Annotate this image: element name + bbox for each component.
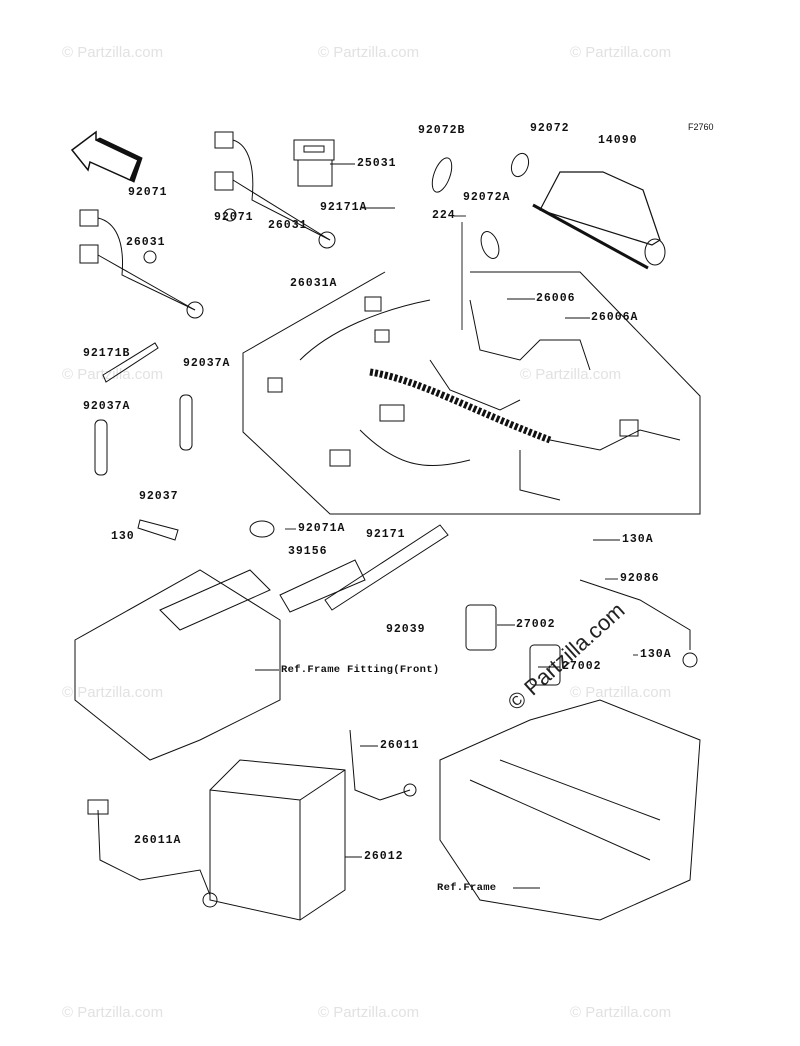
part-label[interactable]: 92086 xyxy=(620,572,660,585)
part-label[interactable]: 92171B xyxy=(83,347,131,360)
part-label[interactable]: 92037 xyxy=(139,490,179,503)
part-label[interactable]: 92171A xyxy=(320,201,368,214)
part-label[interactable]: 92071A xyxy=(298,522,346,535)
watermark: © Partzilla.com xyxy=(318,1004,420,1021)
part-label[interactable]: 92072B xyxy=(418,124,466,137)
part-label[interactable]: 92037A xyxy=(83,400,131,413)
watermark: © Partzilla.com xyxy=(62,44,164,61)
part-label[interactable]: 92072 xyxy=(530,122,570,135)
part-label[interactable]: 25031 xyxy=(357,157,397,170)
part-label[interactable]: 92039 xyxy=(386,623,426,636)
part-label[interactable]: 26011 xyxy=(380,739,420,752)
part-label[interactable]: 14090 xyxy=(598,134,638,147)
part-label[interactable]: 130A xyxy=(622,533,654,546)
watermark: © Partzilla.com xyxy=(570,44,672,61)
part-label[interactable]: 92171 xyxy=(366,528,406,541)
part-label[interactable]: 39156 xyxy=(288,545,328,558)
watermark: © Partzilla.com xyxy=(570,684,672,701)
watermark: © Partzilla.com xyxy=(62,1004,164,1021)
watermark: © Partzilla.com xyxy=(570,1004,672,1021)
part-label[interactable]: 92072A xyxy=(463,191,511,204)
figure-code: F2760 xyxy=(688,122,714,132)
part-label[interactable]: 26012 xyxy=(364,850,404,863)
part-label[interactable]: 26011A xyxy=(134,834,182,847)
watermark: © Partzilla.com xyxy=(318,44,420,61)
part-label[interactable]: 27002 xyxy=(562,660,602,673)
watermark: © Partzilla.com xyxy=(520,366,622,383)
part-label[interactable]: 92071 xyxy=(214,211,254,224)
watermark: © Partzilla.com xyxy=(62,684,164,701)
part-label[interactable]: 130 xyxy=(111,530,135,543)
part-label[interactable]: 130A xyxy=(640,648,672,661)
part-label[interactable]: 27002 xyxy=(516,618,556,631)
part-label[interactable]: 26031 xyxy=(126,236,166,249)
watermark: © Partzilla.com xyxy=(62,366,164,383)
part-label[interactable]: 26006 xyxy=(536,292,576,305)
part-label[interactable]: 92071 xyxy=(128,186,168,199)
part-label[interactable]: 26031 xyxy=(268,219,308,232)
part-label[interactable]: 26031A xyxy=(290,277,338,290)
part-label[interactable]: 224 xyxy=(432,209,456,222)
part-label[interactable]: 92037A xyxy=(183,357,231,370)
ref-frame-label: Ref.Frame xyxy=(437,882,497,894)
part-label[interactable]: 26006A xyxy=(591,311,639,324)
harness-outline xyxy=(242,271,701,515)
ref-frame-fitting-label: Ref.Frame Fitting(Front) xyxy=(281,664,440,676)
front-arrow-icon xyxy=(70,130,143,183)
